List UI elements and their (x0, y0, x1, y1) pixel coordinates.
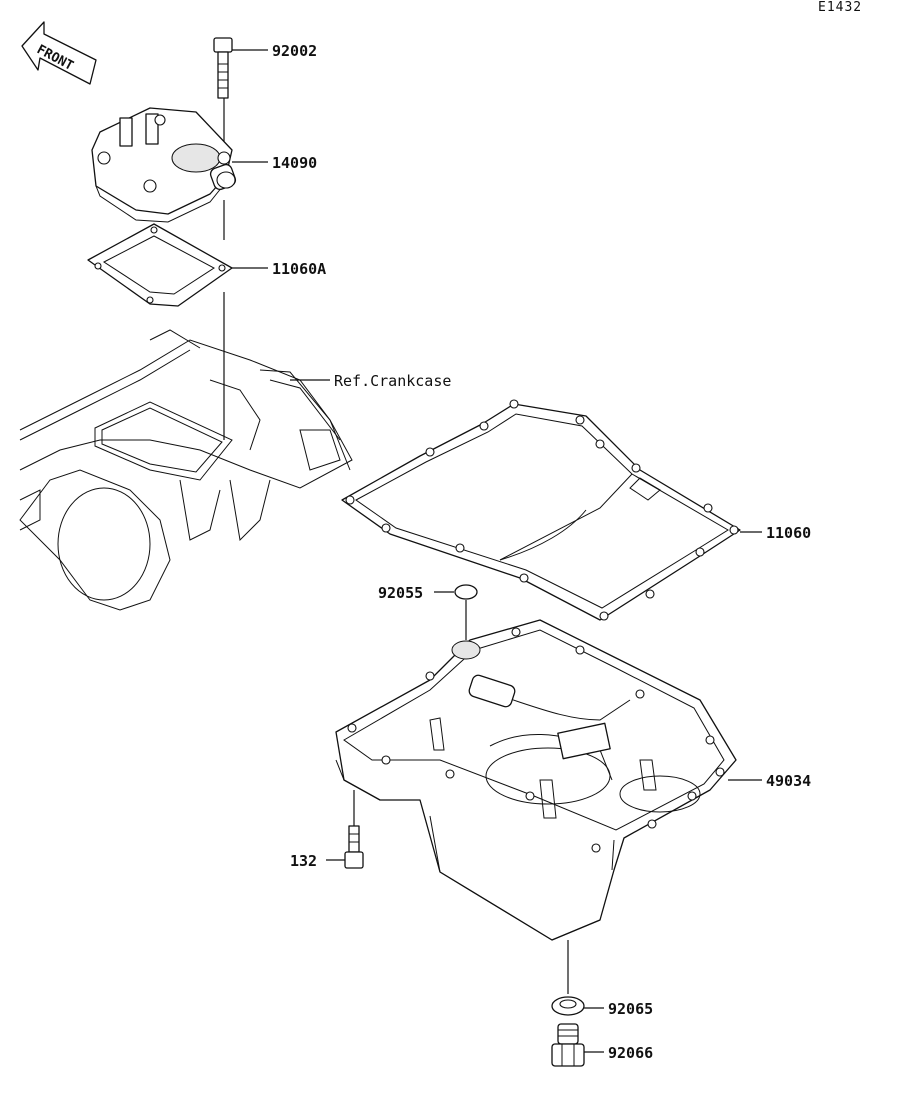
callout-11060A: 11060A (272, 260, 326, 278)
washer-92065 (551, 996, 585, 1016)
crankcase-reference (19, 329, 353, 611)
drain-plug-92066 (551, 1023, 585, 1067)
bolt-132 (344, 825, 364, 869)
front-arrow-icon: FRONT (21, 21, 97, 85)
callout-14090: 14090 (272, 154, 317, 172)
callout-132: 132 (290, 852, 317, 870)
o-ring-92055 (454, 584, 478, 600)
gasket-11060 (341, 399, 741, 621)
callout-49034: 49034 (766, 772, 811, 790)
callout-92002: 92002 (272, 42, 317, 60)
callout-92055: 92055 (378, 584, 423, 602)
callout-92065: 92065 (608, 1000, 653, 1018)
bolt-92002 (213, 37, 233, 99)
oil-pan-49034 (335, 619, 737, 941)
gasket-11060A (87, 223, 233, 307)
callout-ref-crankcase: Ref.Crankcase (334, 372, 451, 390)
callout-11060: 11060 (766, 524, 811, 542)
diagram-code: E1432 (818, 0, 862, 15)
breather-cover-14090 (91, 107, 237, 223)
callout-92066: 92066 (608, 1044, 653, 1062)
